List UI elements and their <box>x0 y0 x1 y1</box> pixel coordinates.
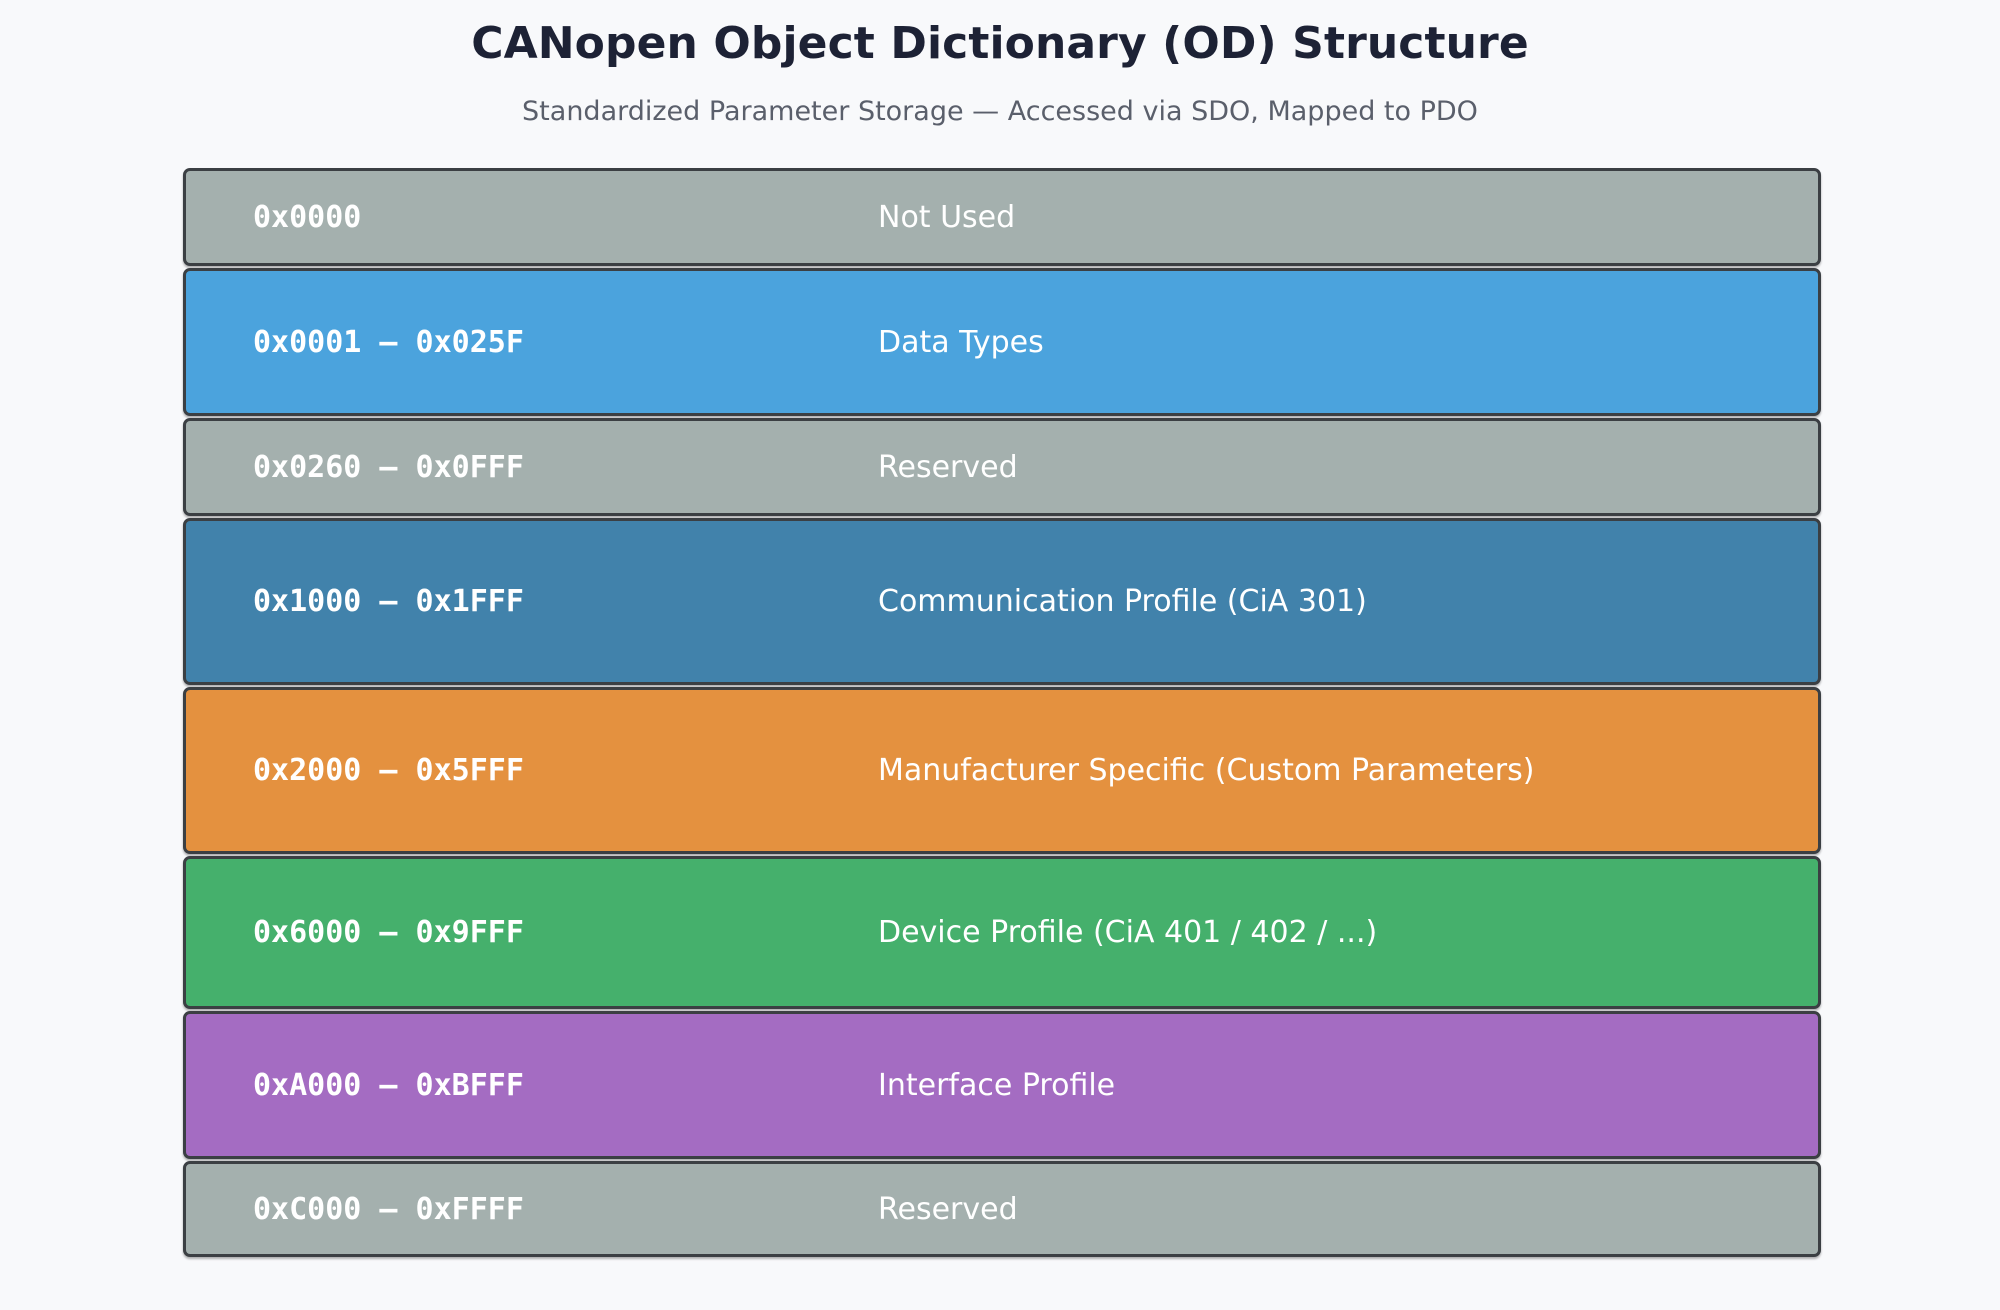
od-range-band[interactable]: 0x0260 — 0x0FFF Reserved <box>183 418 1821 516</box>
od-range-description: Reserved <box>878 449 1018 485</box>
od-range-band-content: 0x2000 — 0x5FFF Manufacturer Specific (Cu… <box>186 690 1818 851</box>
od-range-description: Reserved <box>878 1191 1018 1227</box>
od-range-band[interactable]: 0xC000 — 0xFFFF Reserved <box>183 1161 1821 1257</box>
od-index-range: 0xC000 — 0xFFFF <box>253 1191 524 1227</box>
od-range-band[interactable]: 0x0000 Not Used <box>183 168 1821 266</box>
od-range-description: Interface Profile <box>878 1067 1116 1103</box>
page-title: CANopen Object Dictionary (OD) Structure <box>471 18 1529 69</box>
od-range-band-content: 0x0001 — 0x025F Data Types <box>186 271 1818 413</box>
od-index-range: 0x0001 — 0x025F <box>253 324 524 360</box>
od-range-band-content: 0xC000 — 0xFFFF Reserved <box>186 1164 1818 1254</box>
od-range-band[interactable]: 0xA000 — 0xBFFF Interface Profile <box>183 1011 1821 1159</box>
od-range-description: Data Types <box>878 324 1044 360</box>
od-range-band[interactable]: 0x1000 — 0x1FFF Communication Profile (Ci… <box>183 518 1821 685</box>
od-range-description: Communication Profile (CiA 301) <box>878 584 1367 619</box>
od-range-band-content: 0x0000 Not Used <box>186 171 1818 263</box>
od-index-range: 0x0260 — 0x0FFF <box>253 449 524 485</box>
od-range-band-content: 0x0260 — 0x0FFF Reserved <box>186 421 1818 513</box>
od-index-range: 0x2000 — 0x5FFF <box>253 753 524 788</box>
od-range-description: Manufacturer Specific (Custom Parameters… <box>878 753 1535 788</box>
od-index-range: 0x6000 — 0x9FFF <box>253 915 524 950</box>
od-index-range: 0x1000 — 0x1FFF <box>253 584 524 619</box>
page-subtitle: Standardized Parameter Storage — Accesse… <box>522 96 1478 127</box>
od-range-band[interactable]: 0x0001 — 0x025F Data Types <box>183 268 1821 416</box>
od-range-description: Not Used <box>878 199 1016 235</box>
od-range-band-content: 0xA000 — 0xBFFF Interface Profile <box>186 1014 1818 1156</box>
od-range-description: Device Profile (CiA 401 / 402 / ...) <box>878 915 1378 950</box>
od-range-band[interactable]: 0x6000 — 0x9FFF Device Profile (CiA 401 /… <box>183 856 1821 1009</box>
od-index-range: 0xA000 — 0xBFFF <box>253 1067 524 1103</box>
od-range-band-content: 0x6000 — 0x9FFF Device Profile (CiA 401 /… <box>186 859 1818 1006</box>
od-range-band-content: 0x1000 — 0x1FFF Communication Profile (Ci… <box>186 521 1818 682</box>
od-range-band[interactable]: 0x2000 — 0x5FFF Manufacturer Specific (Cu… <box>183 687 1821 854</box>
od-index-range: 0x0000 <box>253 199 362 235</box>
